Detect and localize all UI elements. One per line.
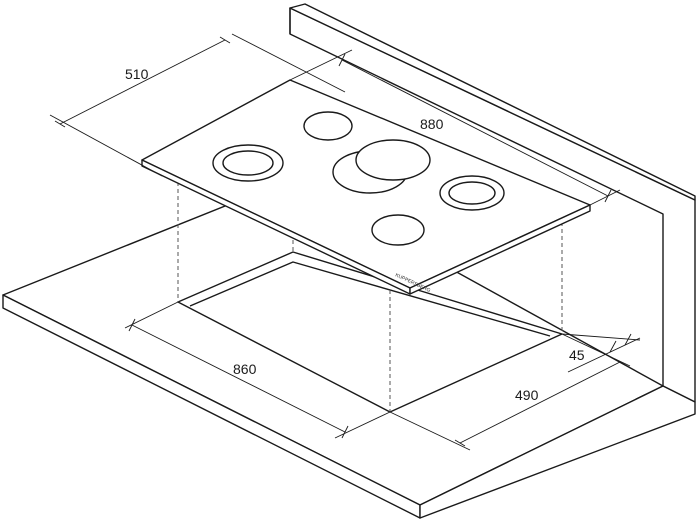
tick-mark (454, 439, 466, 447)
dimension-line (341, 59, 609, 197)
burner-front-small (371, 214, 425, 246)
extension-line (231, 33, 346, 93)
dimension-line (59, 39, 226, 125)
burner-rear-small (303, 111, 353, 141)
extension-line (389, 411, 471, 451)
dimension-label-490: 490 (515, 387, 539, 403)
extension-line (124, 301, 179, 329)
tick-mark (341, 425, 349, 439)
tick-mark (54, 120, 66, 128)
extension-line (589, 189, 621, 206)
dimension-line (459, 361, 621, 444)
countertop-right-face (419, 385, 696, 519)
tick-mark (338, 53, 346, 67)
tick-mark (609, 340, 617, 353)
hob-glass-right-edge (409, 204, 591, 295)
dimension-line (567, 337, 641, 373)
extension-line (49, 114, 163, 177)
extension-line (561, 333, 631, 367)
tick-mark (128, 318, 136, 332)
burner-right-inner (448, 181, 496, 205)
tick-mark (624, 333, 632, 346)
dimension-cutout-width: 860 (124, 301, 391, 439)
dimension-cutout-depth: 490 (389, 333, 631, 451)
dimension-label-860: 860 (233, 361, 257, 377)
tick-mark (604, 189, 612, 203)
extension-line (561, 333, 641, 341)
tick-mark (219, 36, 231, 44)
burner-left-large-inner (222, 150, 274, 176)
tick-mark (614, 358, 626, 366)
dimension-edge-offset: 45 (561, 333, 641, 373)
dimension-label-880: 880 (420, 116, 444, 132)
back-wall-top (289, 3, 696, 201)
extension-line (289, 49, 353, 81)
dimension-width-top: 880 (289, 49, 621, 206)
cutout-inner-edge (189, 261, 551, 337)
dimension-depth-top: 510 (49, 33, 346, 177)
dimension-label-510: 510 (125, 66, 149, 82)
burner-center-oval (355, 139, 431, 181)
dimension-line (131, 324, 346, 433)
dimension-label-45: 45 (569, 347, 585, 363)
